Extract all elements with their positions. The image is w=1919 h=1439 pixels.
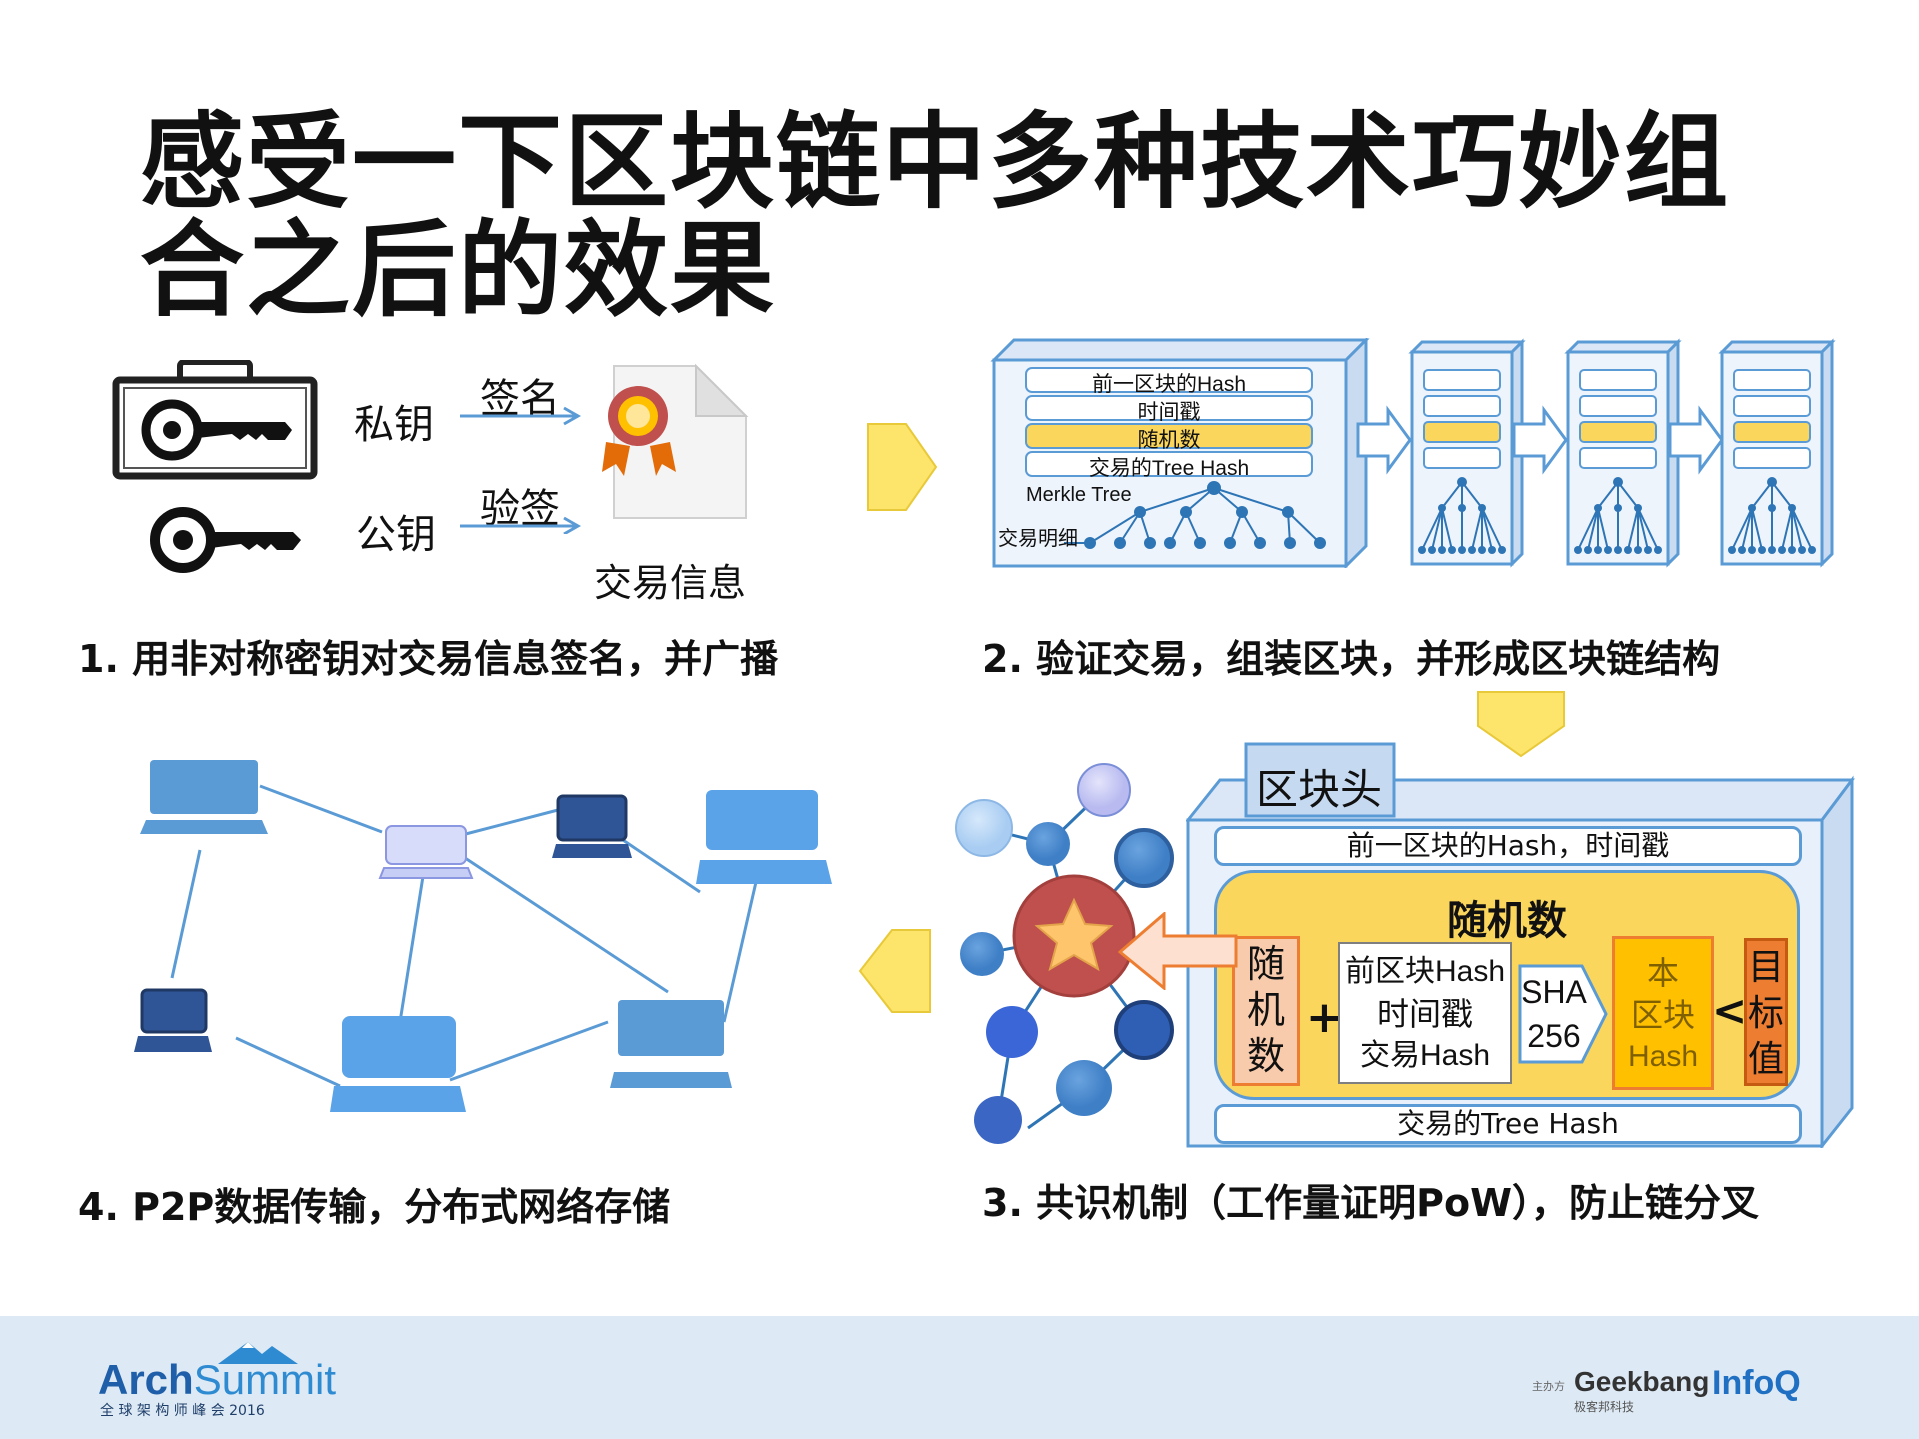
input-prev-hash: 前区块Hash	[1344, 955, 1506, 988]
nonce-field: 随机数	[1137, 429, 1201, 452]
nonce-panel-title: 随机数	[1447, 898, 1567, 944]
arrow-right-icon	[866, 422, 938, 512]
page-title: 感受一下区块链中多种技术巧妙组合之后的效果	[140, 101, 1731, 331]
footer-bar	[0, 1316, 1919, 1439]
this-label: 本	[1646, 955, 1679, 991]
timestamp-field: 时间戳	[1137, 401, 1201, 424]
tx-info-label: 交易信息	[594, 561, 747, 605]
sha-256-label: 256	[1527, 1018, 1581, 1054]
step1-caption: 1. 用非对称密钥对交易信息签名，并广播	[78, 637, 779, 681]
tree-hash-footer-field: 交易的Tree Hash	[1214, 1104, 1802, 1144]
public-key-icon	[145, 500, 305, 580]
laptop-icon	[696, 790, 832, 884]
laptop-icon	[140, 760, 268, 834]
sha256-arrow: SHA 256	[1518, 964, 1608, 1064]
host-label: 主办方	[1532, 1380, 1565, 1393]
block-label: 区块	[1630, 997, 1695, 1033]
geekbang-subtitle: 极客邦科技	[1574, 1400, 1635, 1414]
hash-label: Hash	[1627, 1040, 1699, 1073]
tree-hash-field: 交易的Tree Hash	[1088, 457, 1250, 480]
laptop-icon	[552, 794, 632, 858]
sign-verify-arrows	[458, 404, 588, 536]
arrow-down-icon	[1476, 690, 1566, 758]
input-tx-hash: 交易Hash	[1359, 1039, 1491, 1072]
private-key-label: 私钥	[354, 402, 434, 448]
step3-caption: 3. 共识机制（工作量证明PoW），防止链分叉	[982, 1181, 1759, 1225]
consensus-network-graph	[948, 758, 1188, 1148]
step4-caption: 4. P2P数据传输，分布式网络存储	[78, 1185, 671, 1229]
arrow-to-star-icon	[1117, 910, 1238, 992]
p2p-network	[120, 752, 840, 1132]
merkle-tree-label: Merkle Tree	[1026, 484, 1132, 506]
laptop-icon	[610, 1000, 732, 1088]
sha-label: SHA	[1521, 974, 1587, 1010]
archsummit-logo: ArchSummit	[98, 1356, 336, 1416]
briefcase-key-icon	[110, 359, 320, 480]
tx-detail-label: 交易明细	[998, 528, 1078, 550]
this-block-hash: 本 区块 Hash	[1612, 936, 1714, 1090]
infoq-logo: InfoQ	[1712, 1364, 1801, 1402]
logo-arch-text: Arch	[98, 1356, 194, 1403]
logo-subtitle: 全 球 架 构 师 峰 会 2016	[100, 1403, 265, 1419]
block-header-title: 区块头	[1256, 765, 1383, 814]
laptop-icon	[330, 1016, 466, 1112]
certificate-document-icon	[600, 362, 750, 522]
laptop-icon	[134, 988, 212, 1052]
plus-sign: +	[1306, 992, 1343, 1043]
arrow-left-icon	[858, 928, 932, 1014]
laptop-icon	[378, 825, 474, 879]
geekbang-logo: Geekbang	[1574, 1366, 1710, 1397]
block-detail	[990, 336, 1370, 570]
input-timestamp: 时间戳	[1376, 996, 1473, 1032]
public-key-label: 公钥	[356, 512, 436, 558]
nonce-variable: 随机数	[1232, 936, 1300, 1086]
mountain-logo-icon	[218, 1338, 298, 1366]
step2-caption: 2. 验证交易，组装区块，并形成区块链结构	[982, 637, 1721, 681]
hash-inputs-box: 前区块Hash 时间戳 交易Hash	[1338, 942, 1512, 1084]
target-value: 目标值	[1744, 938, 1788, 1086]
prev-hash-field: 前一区块的Hash	[1091, 373, 1247, 396]
less-than-sign: <	[1712, 986, 1748, 1035]
block-chain	[1356, 338, 1838, 568]
prev-hash-time-field: 前一区块的Hash，时间戳	[1214, 826, 1802, 866]
sign-label: 签名	[480, 376, 560, 422]
verify-label: 验签	[480, 486, 560, 532]
